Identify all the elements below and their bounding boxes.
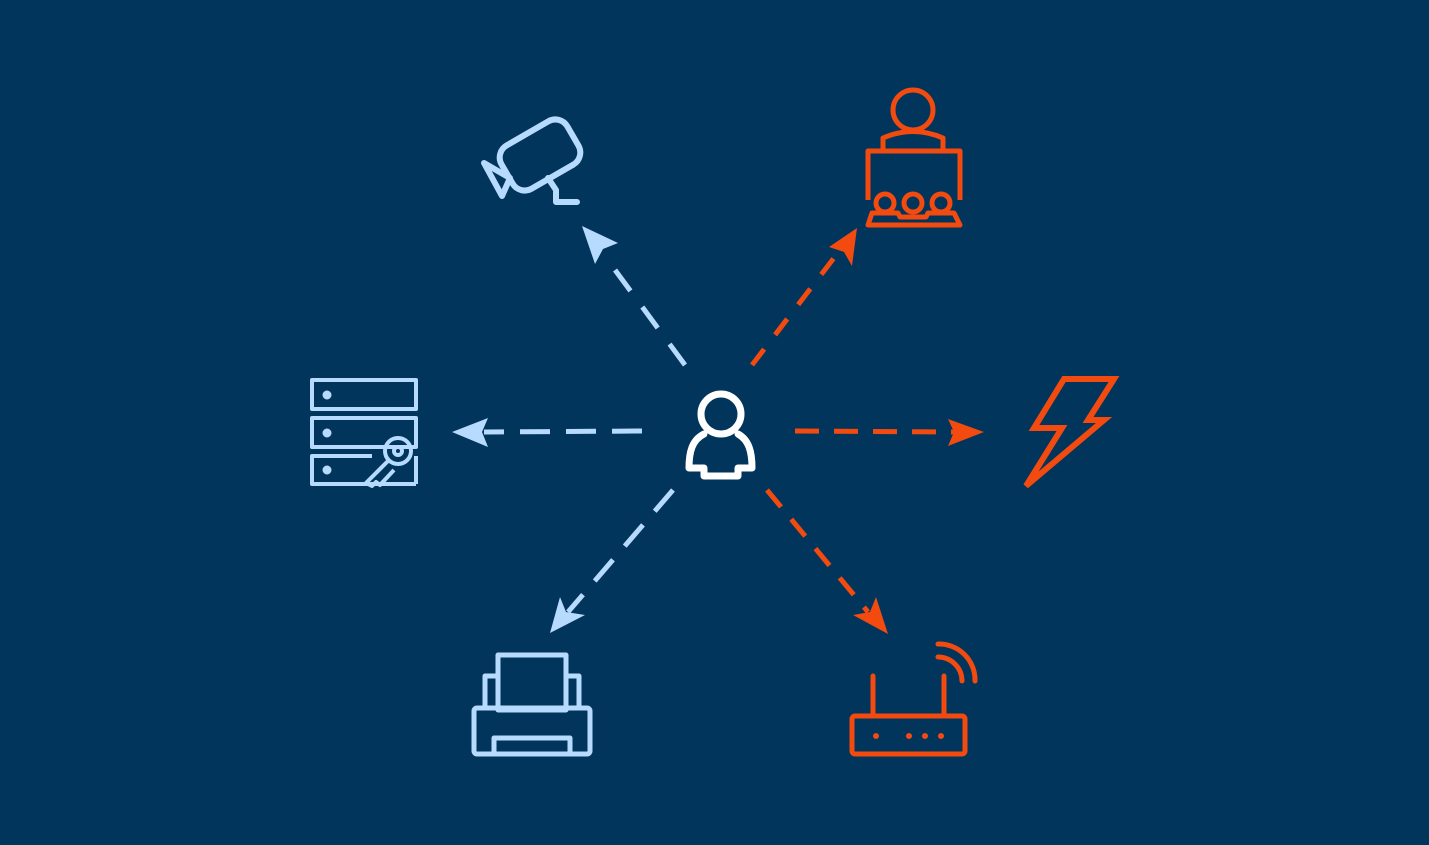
arrowheads [452,226,984,634]
connector-router [765,488,870,614]
connectors [483,248,956,614]
arrowhead-camera [582,226,618,264]
connector-presenter [750,248,842,367]
printer-icon[interactable] [471,652,593,757]
wifi-router-icon[interactable] [849,641,978,757]
arrowhead-server-key [452,418,488,447]
arrowhead-presenter [829,228,857,266]
connector-printer [566,488,675,614]
server-key-icon[interactable] [310,378,418,488]
connector-server-key [483,428,643,435]
security-camera-icon[interactable] [481,114,585,205]
user-icon [685,390,756,480]
arrowhead-power [948,419,984,446]
connector-power [794,428,956,435]
connector-camera [601,253,688,367]
arrowhead-printer [550,597,585,633]
lightning-bolt-icon[interactable] [1023,376,1120,489]
arrowhead-router [853,597,888,634]
presenter-audience-icon[interactable] [865,87,963,228]
